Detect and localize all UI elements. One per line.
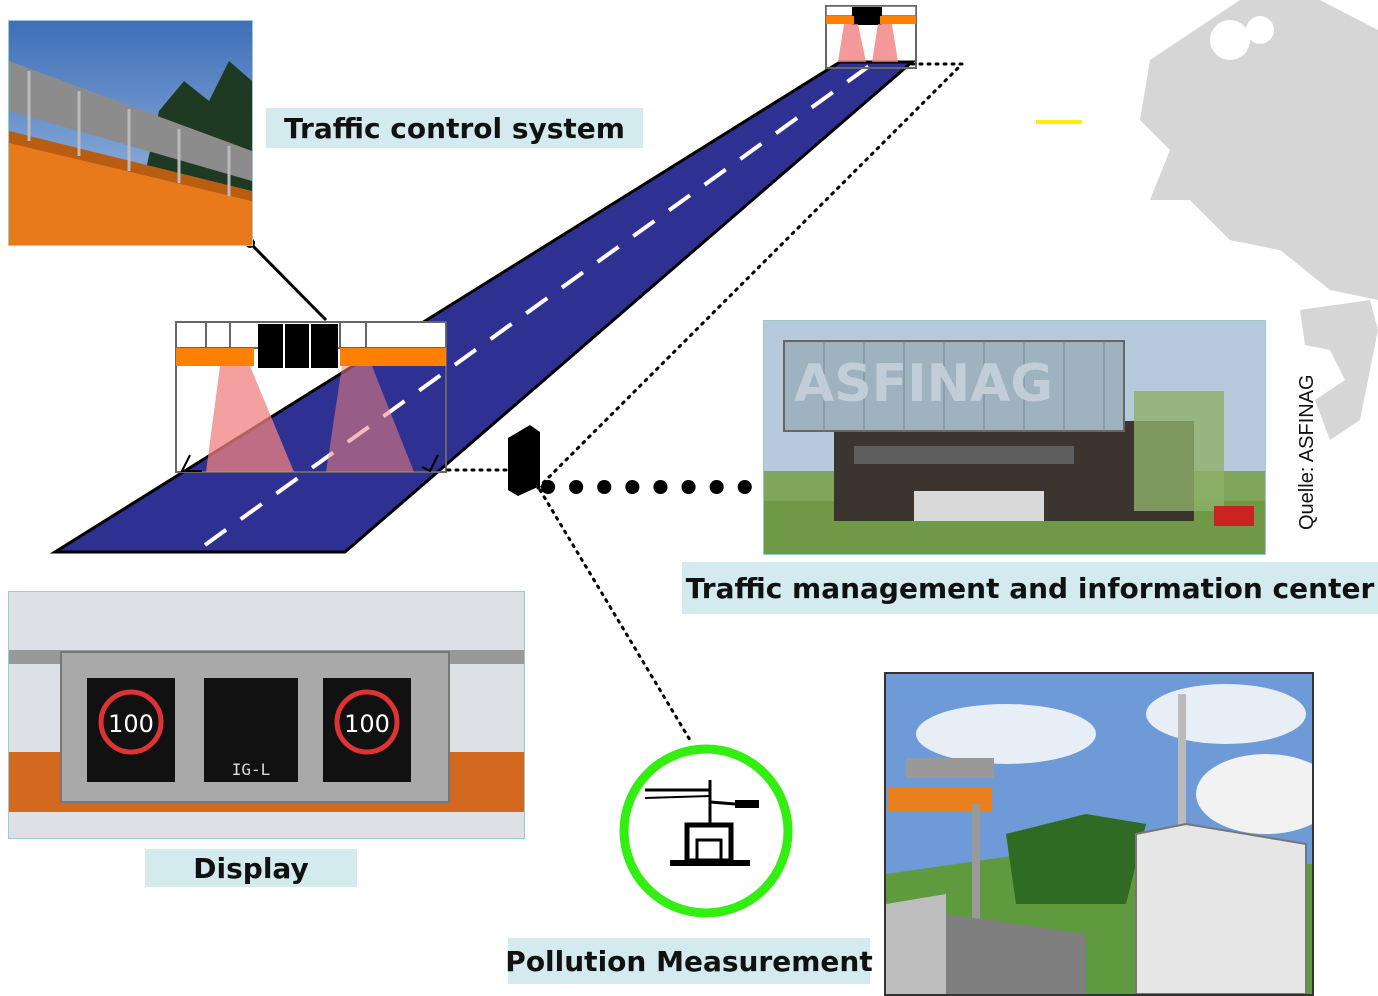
building-sign-text: ASFINAG xyxy=(794,354,1053,414)
source-credit: Quelle: ASFINAG xyxy=(1296,310,1326,530)
gantry-photo xyxy=(8,20,253,246)
pollution-station-icon xyxy=(619,744,793,918)
near-gantry xyxy=(175,321,447,473)
far-gantry xyxy=(825,5,917,69)
pollution-station-photo xyxy=(884,672,1314,996)
traffic-control-label: Traffic control system xyxy=(266,108,643,148)
tmic-label: Traffic management and information cente… xyxy=(682,562,1378,614)
pollution-label: Pollution Measurement xyxy=(505,938,873,984)
source-credit-text: Quelle: ASFINAG xyxy=(1296,374,1318,530)
lane-divider xyxy=(203,62,874,547)
speed-limit-right: 100 xyxy=(344,710,390,738)
photo-connector xyxy=(248,241,328,322)
display-photo: 100 100 IG-L xyxy=(8,591,525,839)
sign-center-text: IG-L xyxy=(231,760,271,779)
speed-limit-left: 100 xyxy=(108,710,154,738)
display-label: Display xyxy=(145,849,357,887)
roadside-cabinet xyxy=(508,425,540,496)
tmic-building-photo: ASFINAG xyxy=(763,320,1266,555)
eagle-watermark-icon xyxy=(1140,0,1378,440)
